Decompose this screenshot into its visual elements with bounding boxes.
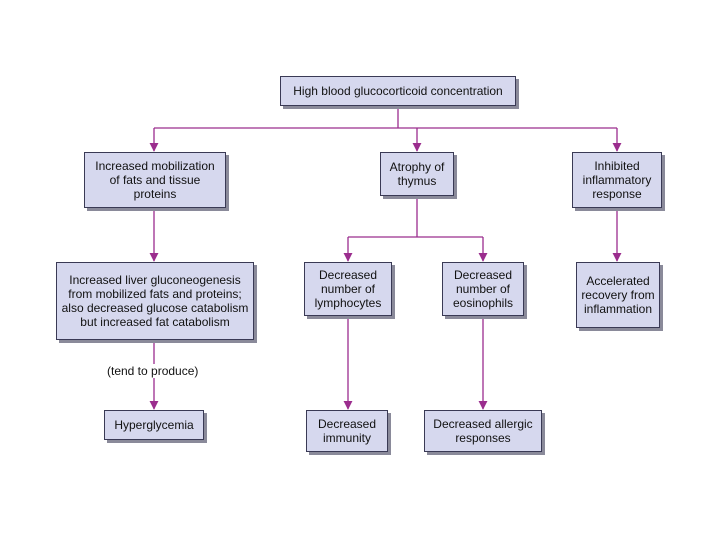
node-decreased-immunity-label: Decreased immunity — [317, 417, 377, 445]
node-decreased-eosinophils: Decreased number of eosinophils — [442, 262, 524, 316]
node-high-glucocorticoid-label: High blood glucocorticoid concentration — [293, 84, 503, 98]
node-accelerated-recovery: Accelerated recovery from inflammation — [576, 262, 660, 328]
node-liver-gluconeogenesis: Increased liver gluconeogenesis from mob… — [56, 262, 254, 340]
node-liver-gluconeogenesis-label: Increased liver gluconeogenesis from mob… — [61, 273, 249, 329]
annotation-tend-to-produce: (tend to produce) — [107, 364, 199, 378]
node-inhibited-inflammatory-label: Inhibited inflammatory response — [582, 159, 652, 201]
node-decreased-lymphocytes: Decreased number of lymphocytes — [304, 262, 392, 316]
node-inhibited-inflammatory: Inhibited inflammatory response — [572, 152, 662, 208]
node-decreased-immunity: Decreased immunity — [306, 410, 388, 452]
node-atrophy-thymus-label: Atrophy of thymus — [389, 160, 445, 188]
node-hyperglycemia-label: Hyperglycemia — [114, 418, 194, 432]
node-decreased-allergic-label: Decreased allergic responses — [433, 417, 533, 445]
node-decreased-lymphocytes-label: Decreased number of lymphocytes — [314, 268, 382, 310]
node-high-glucocorticoid: High blood glucocorticoid concentration — [280, 76, 516, 106]
node-accelerated-recovery-label: Accelerated recovery from inflammation — [581, 274, 655, 316]
node-decreased-allergic: Decreased allergic responses — [424, 410, 542, 452]
node-atrophy-thymus: Atrophy of thymus — [380, 152, 454, 196]
node-decreased-eosinophils-label: Decreased number of eosinophils — [452, 268, 514, 310]
node-increased-mobilization-label: Increased mobilization of fats and tissu… — [95, 159, 215, 201]
node-increased-mobilization: Increased mobilization of fats and tissu… — [84, 152, 226, 208]
node-hyperglycemia: Hyperglycemia — [104, 410, 204, 440]
